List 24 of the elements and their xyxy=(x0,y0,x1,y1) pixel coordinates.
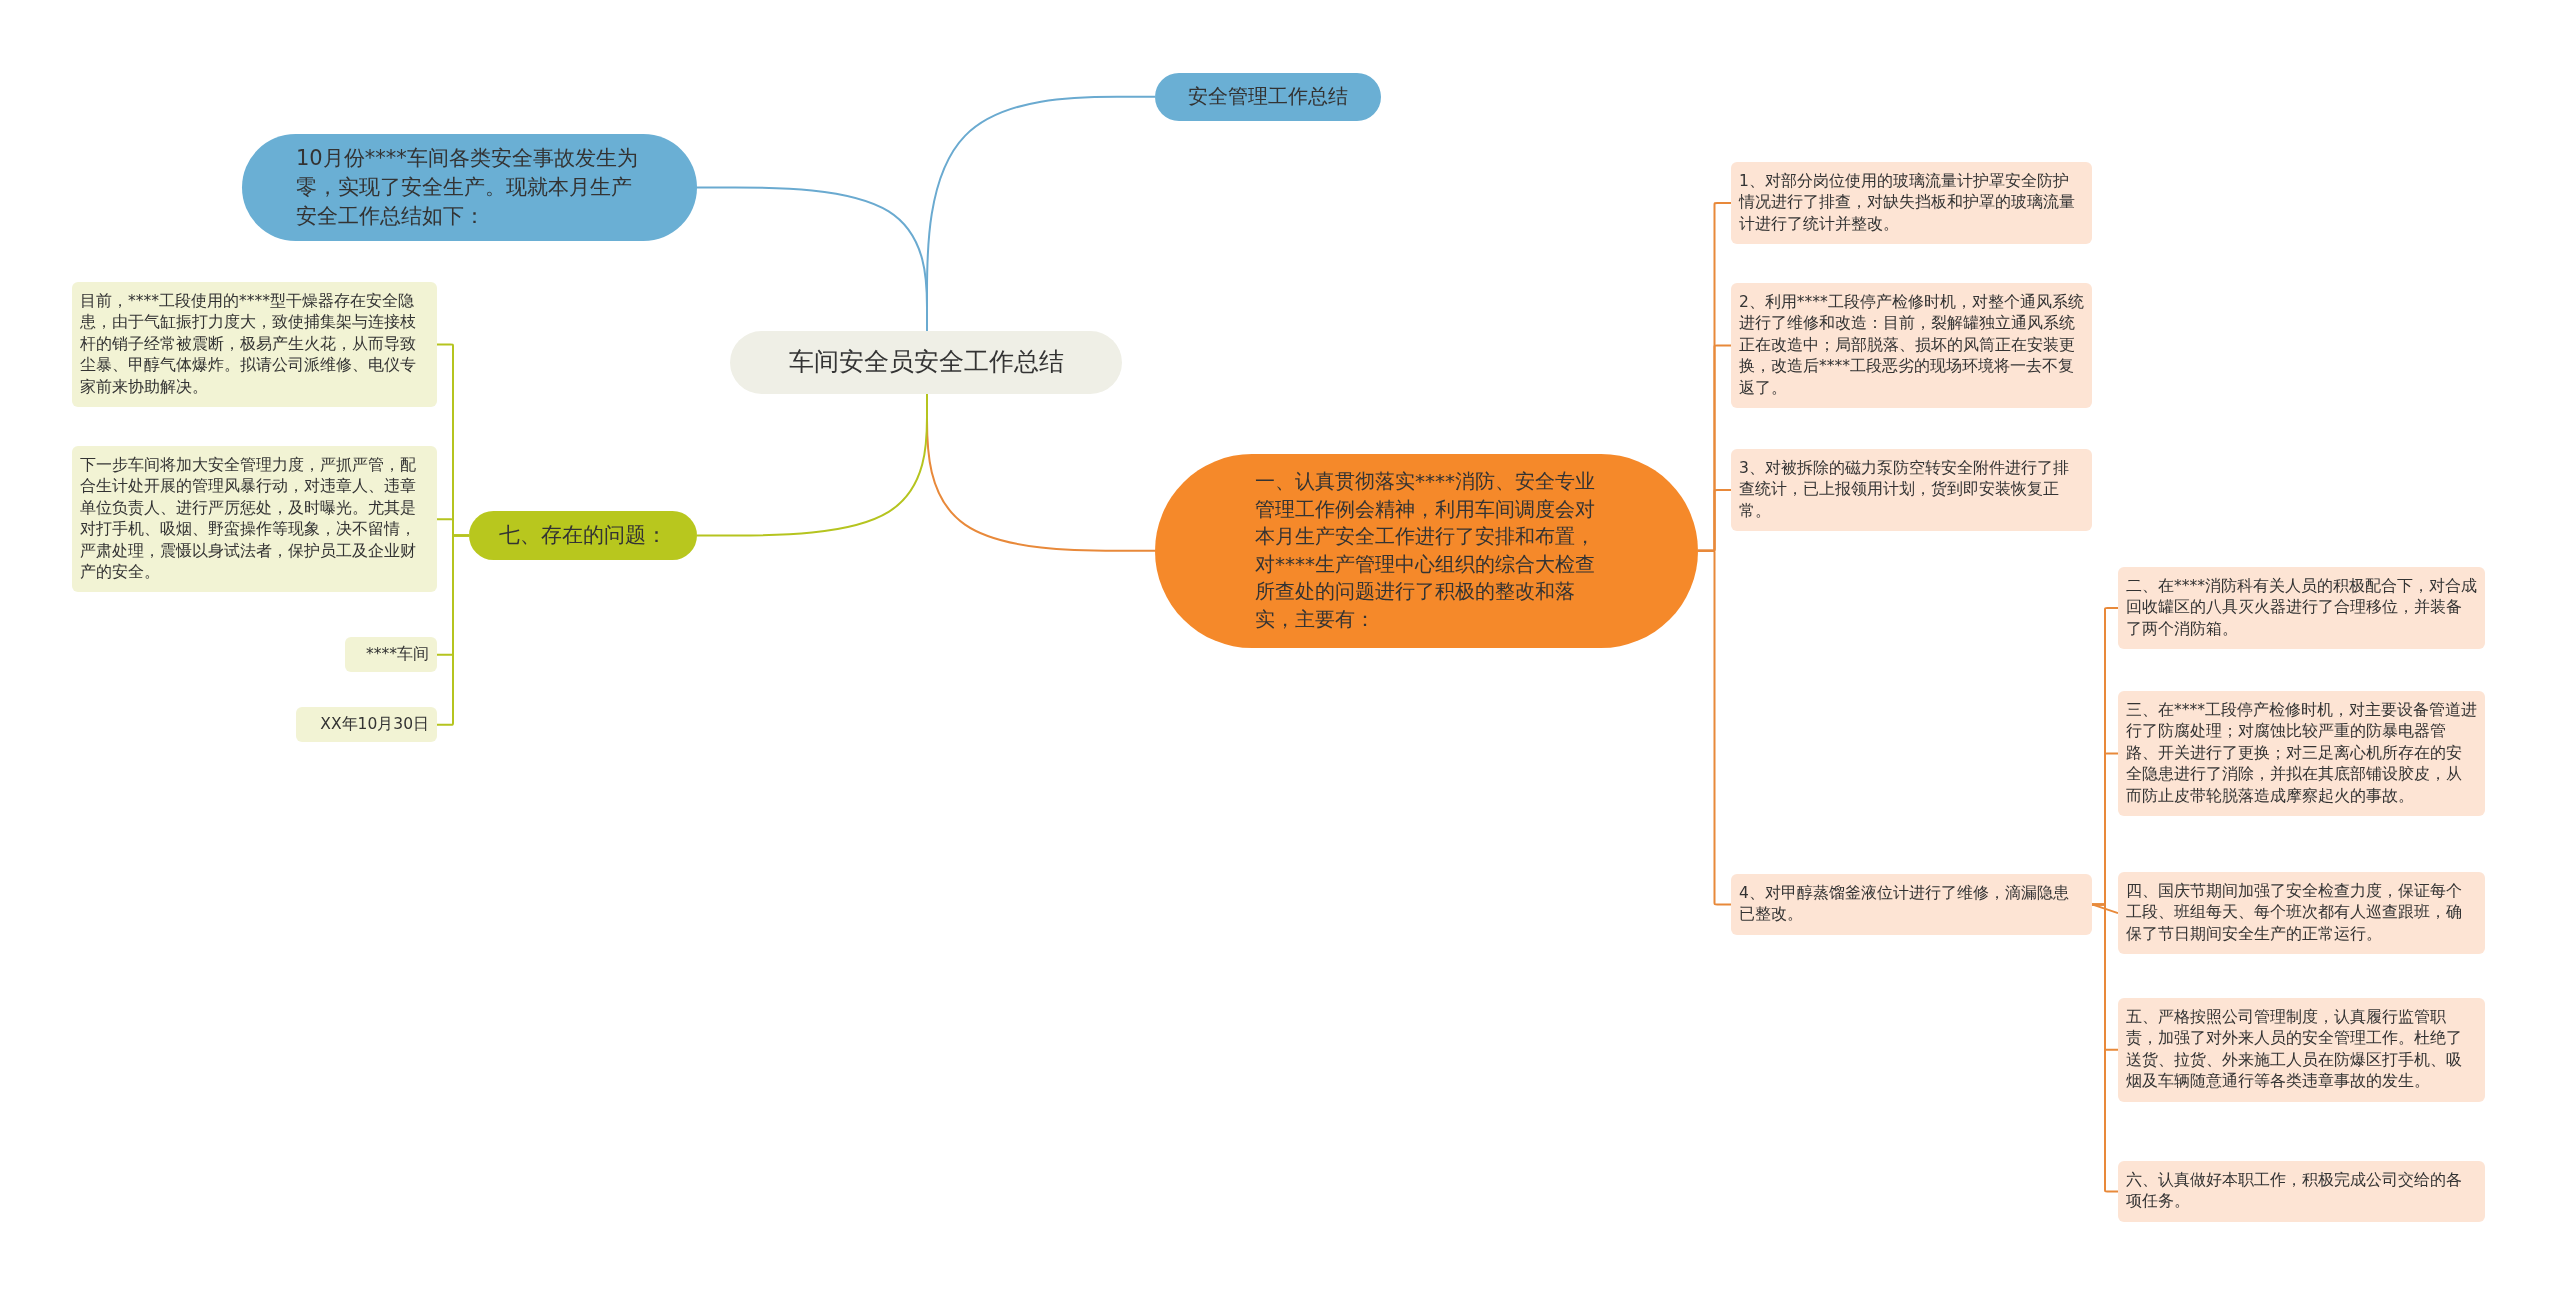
note-box: 六、认真做好本职工作，积极完成公司交给的各项任务。 xyxy=(2118,1161,2485,1222)
note-box: 下一步车间将加大安全管理力度，严抓严管，配合生计处开展的管理风暴行动，对违章人、违章单位负责人、进行严厉惩处，及时曝光。尤其是对打手机、吸烟、野蛮操作等现象，决不留情，严肃处理，震慑以身试法者，保护员工及企业财产的安全。 xyxy=(72,446,437,593)
note-box: 3、对被拆除的磁力泵防空转安全附件进行了排查统计，已上报领用计划，货到即安装恢复正常。 xyxy=(1731,449,2092,532)
connector-line xyxy=(436,534,470,726)
connector-line xyxy=(696,392,928,537)
note-box: 五、严格按照公司管理制度，认真履行监管职责，加强了对外来人员的安全管理工作。杜绝了送货、拉货、外来施工人员在防爆区打手机、吸烟及车辆随意通行等各类违章事故的发生。 xyxy=(2118,998,2485,1102)
note-box: 1、对部分岗位使用的玻璃流量计护罩安全防护情况进行了排查，对缺失挡板和护罩的玻璃流量计进行了统计并整改。 xyxy=(1731,162,2092,245)
connector-line xyxy=(2091,903,2119,915)
note-box: 四、国庆节期间加强了安全检查力度，保证每个工段、班组每天、每个班次都有人巡查跟班，确保了节日期间安全生产的正常运行。 xyxy=(2118,872,2485,955)
connector-line xyxy=(696,186,928,332)
note-box: 三、在****工段停产检修时机，对主要设备管道进行了防腐处理；对腐蚀比较严重的防暴电器管路、开关进行了更换；对三足离心机所存在的安全隐患进行了消除，并拟在其底部铺设胶皮，从而防止皮带轮脱落造成摩察起火的事故。 xyxy=(2118,691,2485,816)
note-box: 2、利用****工段停产检修时机，对整个通风系统进行了维修和改造：目前，裂解罐独立通风系统正在改造中；局部脱落、损坏的风筒正在安装更换，改造后****工段恶劣的现场环境将一去不复返了。 xyxy=(1731,283,2092,408)
connector-line xyxy=(1697,549,1732,906)
central-topic: 车间安全员安全工作总结 xyxy=(730,331,1122,394)
note-box: 4、对甲醇蒸馏釜液位计进行了维修，滴漏隐患已整改。 xyxy=(1731,874,2092,935)
topic-pill: 一、认真贯彻落实****消防、安全专业管理工作例会精神，利用车间调度会对本月生产安全工作进行了安排和布置，对****生产管理中心组织的综合大检查所查处的问题进行了积极的整改和落实，主要有： xyxy=(1155,454,1698,648)
note-box: XX年10月30日 xyxy=(296,707,437,743)
topic-pill: 10月份****车间各类安全事故发生为零，实现了安全生产。现就本月生产安全工作总结如下： xyxy=(242,134,697,241)
note-box: 目前，****工段使用的****型干燥器存在安全隐患，由于气缸振打力度大，致使捕集架与连接枝杆的销子经常被震断，极易产生火花，从而导致尘暴、甲醇气体爆炸。拟请公司派维修、电仪专家前来协助解决。 xyxy=(72,282,437,407)
note-box: 二、在****消防科有关人员的积极配合下，对合成回收罐区的八具灭火器进行了合理移位，并装备了两个消防箱。 xyxy=(2118,567,2485,650)
connector-line xyxy=(2091,903,2119,1193)
note-box: ****车间 xyxy=(345,637,437,673)
topic-pill: 七、存在的问题： xyxy=(469,511,697,560)
topic-pill: 安全管理工作总结 xyxy=(1155,73,1381,121)
